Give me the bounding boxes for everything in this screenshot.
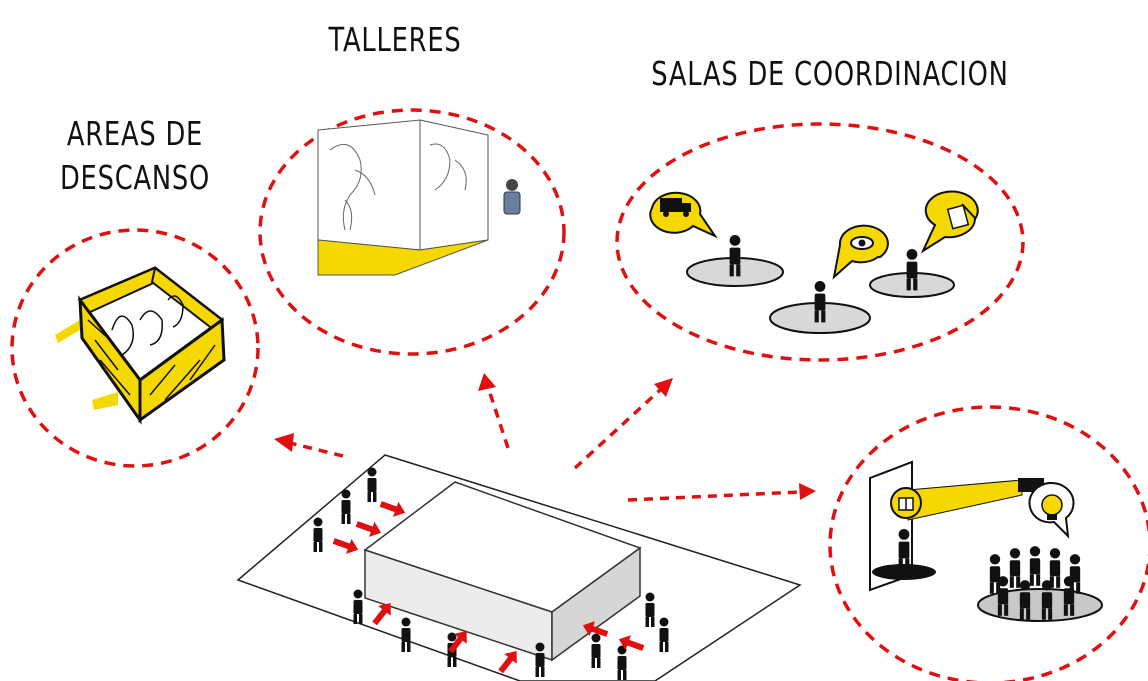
arrow-to-areas — [289, 441, 344, 458]
building-block-side — [551, 546, 641, 662]
arrow-to-presentation — [627, 490, 801, 502]
presentation-illustration — [869, 460, 1103, 622]
arrow-to-salas — [573, 388, 662, 470]
gift-icon — [898, 497, 914, 511]
bubbles — [10, 108, 1148, 681]
person-icon — [1029, 546, 1041, 586]
areas-label: AREAS DE DESCANSO — [53, 112, 217, 200]
arrowhead-icon — [478, 373, 496, 391]
projector-beam — [907, 479, 1023, 521]
person-icon — [989, 554, 1001, 594]
person-icon — [401, 617, 411, 652]
arrow-to-talleres — [486, 386, 510, 449]
person-icon — [1049, 548, 1061, 588]
truck-icon — [660, 198, 691, 217]
building-plan — [236, 454, 802, 681]
salas-label: SALAS DE COORDINACION — [651, 54, 1009, 93]
eye-icon — [850, 236, 874, 250]
speech-bubble — [649, 191, 718, 239]
lightbulb-icon — [1041, 494, 1063, 520]
rest-area-illustration — [55, 266, 226, 425]
areas-bubble — [10, 228, 260, 468]
talleres-label: TALLERES — [328, 20, 462, 59]
connector-arrowheads — [274, 373, 816, 500]
presenter-platform — [872, 564, 936, 580]
areas-label-line1: AREAS DE — [66, 114, 204, 153]
person-icon — [1009, 548, 1021, 588]
speech-bubble — [832, 224, 889, 280]
arrowhead-icon — [799, 483, 816, 500]
arrowhead-icon — [654, 378, 673, 397]
coordination-illustration — [649, 190, 979, 334]
salas-bubble — [615, 122, 1025, 362]
connector-arrows — [289, 386, 801, 502]
arrowhead-icon — [274, 433, 294, 452]
workshop-illustration — [317, 119, 521, 276]
areas-label-line2: DESCANSO — [59, 158, 211, 197]
document-icon — [946, 203, 976, 230]
workshop-person-icon — [503, 179, 521, 215]
talleres-bubble — [258, 108, 566, 356]
person-icon — [1069, 554, 1081, 594]
